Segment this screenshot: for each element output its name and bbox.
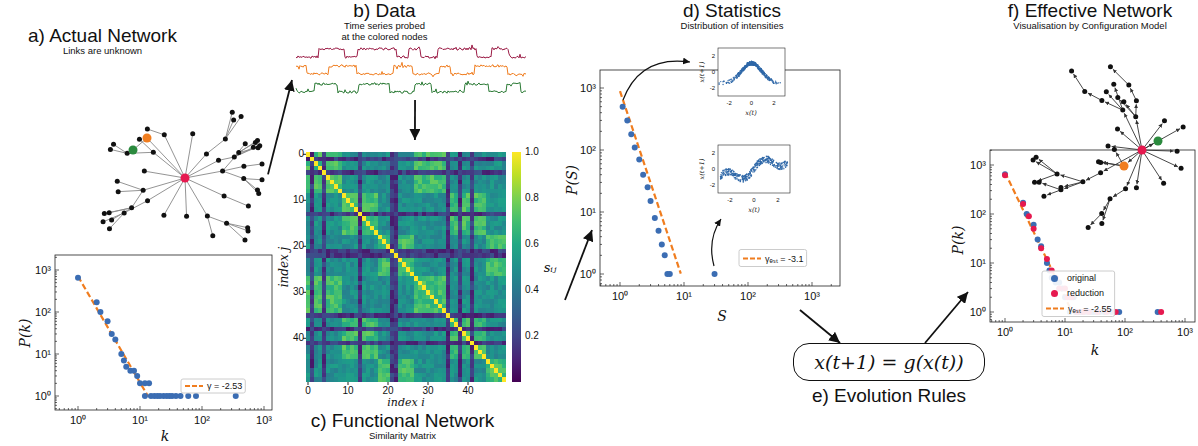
figure: a) Actual NetworkLinks are unknownb) Dat…: [0, 0, 1198, 446]
